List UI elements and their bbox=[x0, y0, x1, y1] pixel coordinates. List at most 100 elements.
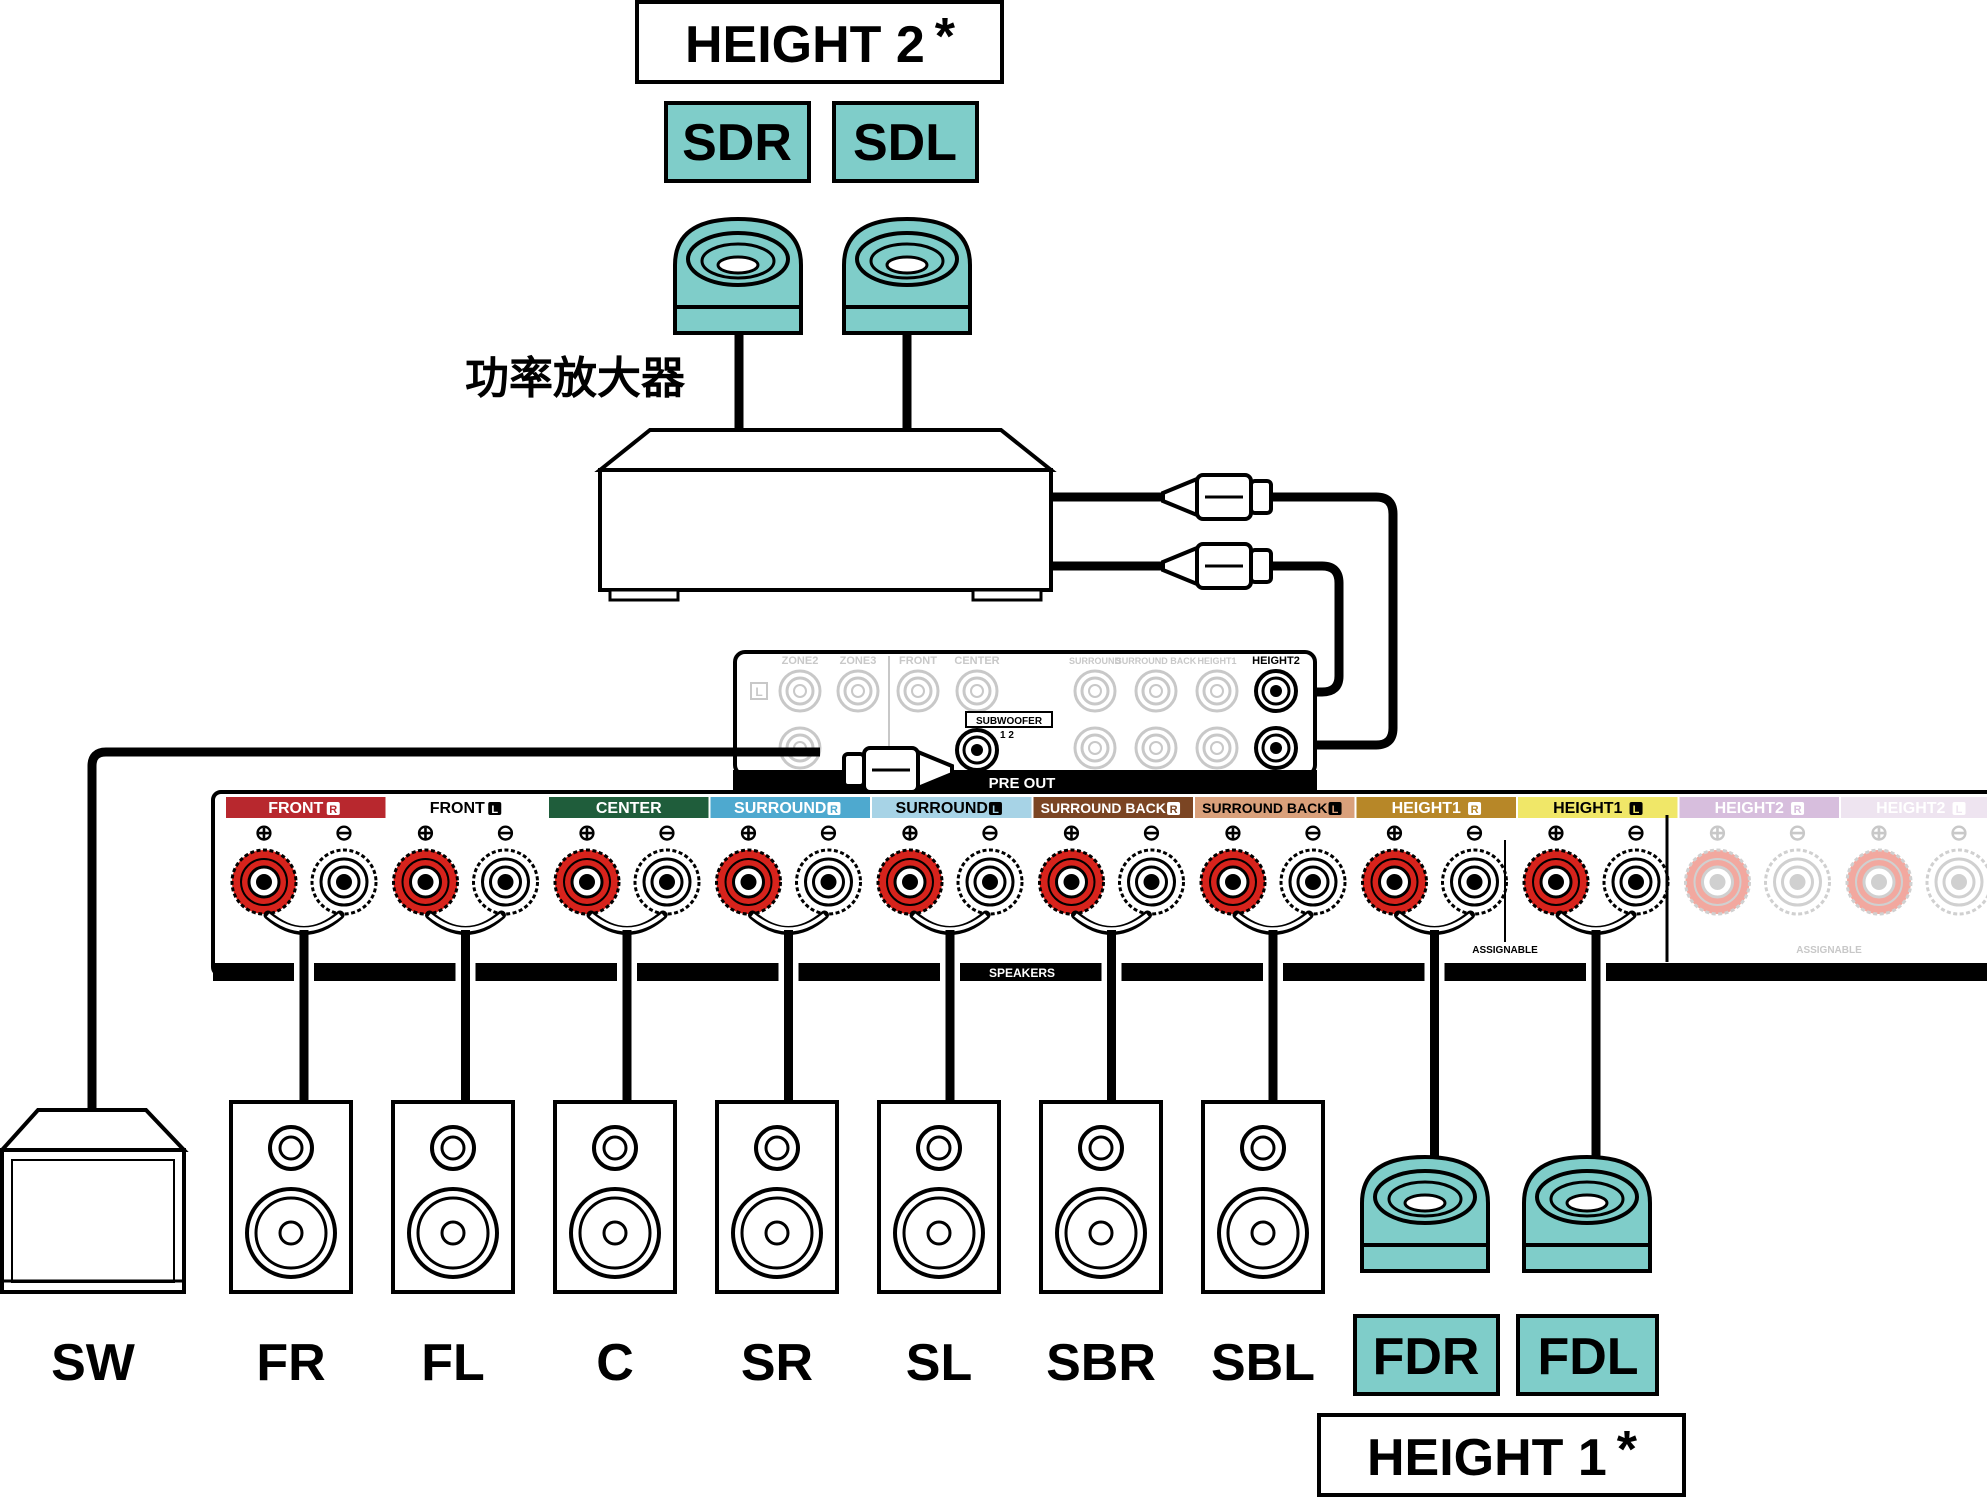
fdr-speaker bbox=[1360, 1155, 1490, 1273]
sdr-label: SDR bbox=[682, 114, 792, 172]
channel-label-surround-back-r: SURROUND BACK bbox=[1041, 800, 1166, 816]
amplifier-label: 功率放大器 bbox=[465, 353, 686, 404]
terminal-plus bbox=[876, 848, 944, 916]
channel-surround-l: SURROUND L ⊕ ⊖ bbox=[872, 797, 1032, 916]
speaker-label-fr: FR bbox=[256, 1334, 325, 1392]
plus-mark: ⊕ bbox=[901, 820, 919, 845]
rca-cable-outer bbox=[1270, 492, 1398, 750]
minus-mark: ⊖ bbox=[1788, 820, 1806, 845]
terminal-plus bbox=[392, 848, 459, 916]
channel-side-height1-l: L bbox=[1633, 804, 1640, 816]
height1-title: HEIGHT 1* bbox=[1367, 1421, 1638, 1487]
minus-mark: ⊖ bbox=[1304, 820, 1322, 845]
channel-side-front-r: R bbox=[329, 804, 337, 816]
assignable-label-height2: ASSIGNABLE bbox=[1796, 945, 1862, 956]
sdr-badge bbox=[664, 101, 811, 183]
channel-label-height1-r: HEIGHT1 bbox=[1392, 800, 1461, 817]
channel-label-height2-r: HEIGHT2 bbox=[1715, 800, 1784, 817]
channel-side-surround-l: L bbox=[992, 804, 999, 816]
channel-side-surround-back-r: R bbox=[1170, 804, 1178, 816]
rca-plug-height2-l bbox=[1161, 542, 1273, 590]
channel-label-surround-r: SURROUND bbox=[734, 800, 826, 817]
preout-height2-r-jack bbox=[1254, 669, 1298, 713]
height2-title-box bbox=[635, 0, 1004, 84]
plus-mark: ⊕ bbox=[578, 820, 596, 845]
power-amplifier bbox=[594, 428, 1057, 602]
channel-label-surround-l: SURROUND bbox=[896, 800, 988, 817]
channel-label-height2-l: HEIGHT2 bbox=[1876, 800, 1945, 817]
speaker-label-sbr: SBR bbox=[1046, 1334, 1156, 1392]
fdl-speaker bbox=[1522, 1155, 1652, 1273]
speaker-label-sbl: SBL bbox=[1211, 1334, 1315, 1392]
assignable-label-height1: ASSIGNABLE bbox=[1472, 945, 1538, 956]
terminal-plus bbox=[1361, 848, 1428, 916]
subwoofer-cable bbox=[87, 747, 820, 1110]
height1-title-box bbox=[1317, 1413, 1686, 1497]
terminal-minus bbox=[633, 848, 701, 916]
subwoofer-numbers: 1 2 bbox=[1000, 730, 1014, 741]
height1-group: FDR FDL HEIGHT 1* bbox=[1317, 1314, 1686, 1497]
terminal-minus bbox=[1764, 848, 1831, 916]
minus-mark: ⊖ bbox=[819, 820, 837, 845]
minus-mark: ⊖ bbox=[1627, 820, 1645, 845]
height2-title: HEIGHT 2* bbox=[685, 8, 956, 74]
minus-mark: ⊖ bbox=[335, 820, 353, 845]
minus-mark: ⊖ bbox=[1142, 820, 1160, 845]
terminal-minus bbox=[1441, 848, 1508, 916]
plus-mark: ⊕ bbox=[1547, 820, 1565, 845]
sdl-label: SDL bbox=[853, 114, 957, 172]
channel-surround-back-r: SURROUND BACK R ⊕ ⊖ bbox=[1033, 797, 1193, 916]
preout-col-surround-back: SURROUND BACK bbox=[1116, 656, 1197, 666]
preout-col-front: FRONT bbox=[899, 655, 937, 667]
terminal-plus bbox=[1038, 848, 1105, 916]
channel-label-center: CENTER bbox=[596, 800, 662, 817]
speaker-label-sl: SL bbox=[906, 1334, 972, 1392]
minus-mark: ⊖ bbox=[658, 820, 676, 845]
subwoofer-label: SUBWOOFER bbox=[976, 716, 1043, 727]
terminal-plus bbox=[1199, 848, 1267, 916]
speaker-label-fl: FL bbox=[421, 1334, 485, 1392]
preout-col-height1: HEIGHT1 bbox=[1197, 656, 1236, 666]
terminal-plus bbox=[715, 848, 782, 916]
fl-speaker bbox=[391, 1100, 515, 1294]
plus-mark: ⊕ bbox=[1870, 820, 1888, 845]
preout-col-center: CENTER bbox=[954, 655, 999, 667]
terminal-plus bbox=[230, 848, 298, 916]
preout-col-height2: HEIGHT2 bbox=[1252, 655, 1300, 667]
terminal-plus bbox=[1522, 848, 1590, 916]
terminal-minus bbox=[1279, 848, 1347, 916]
subwoofer-speaker bbox=[0, 1108, 189, 1294]
terminal-minus bbox=[472, 848, 539, 916]
terminal-minus bbox=[1118, 848, 1185, 916]
preout-height2-l-jack bbox=[1254, 726, 1298, 770]
c-speaker bbox=[553, 1100, 677, 1294]
preout-col-zone2: ZONE2 bbox=[782, 655, 819, 667]
channel-side-surround-back-l: L bbox=[1332, 804, 1339, 816]
terminal-plus bbox=[1845, 848, 1913, 916]
rca-plug-height2-r bbox=[1161, 473, 1273, 521]
plus-mark: ⊕ bbox=[255, 820, 273, 845]
sr-speaker bbox=[715, 1100, 839, 1294]
channel-center: CENTER⊕ ⊖ bbox=[549, 797, 709, 916]
channel-side-front-l: L bbox=[491, 804, 498, 816]
plus-mark: ⊕ bbox=[1062, 820, 1080, 845]
terminal-plus bbox=[553, 848, 621, 916]
channel-label-surround-back-l: SURROUND BACK bbox=[1202, 800, 1327, 816]
preout-col-zone3: ZONE3 bbox=[840, 655, 877, 667]
minus-mark: ⊖ bbox=[981, 820, 999, 845]
rca-cable-inner bbox=[1270, 561, 1344, 697]
fdr-label: FDR bbox=[1373, 1328, 1480, 1386]
channel-height1-l: HEIGHT1 L ⊕ ⊖ bbox=[1518, 797, 1678, 916]
pre-out-label: PRE OUT bbox=[989, 775, 1056, 792]
channel-label-height1-l: HEIGHT1 bbox=[1553, 800, 1622, 817]
sbl-speaker bbox=[1201, 1100, 1325, 1294]
pre-out-panel: PRE OUT L ZONE2 ZONE3 FRONT CENTER SURRO… bbox=[733, 650, 1317, 792]
